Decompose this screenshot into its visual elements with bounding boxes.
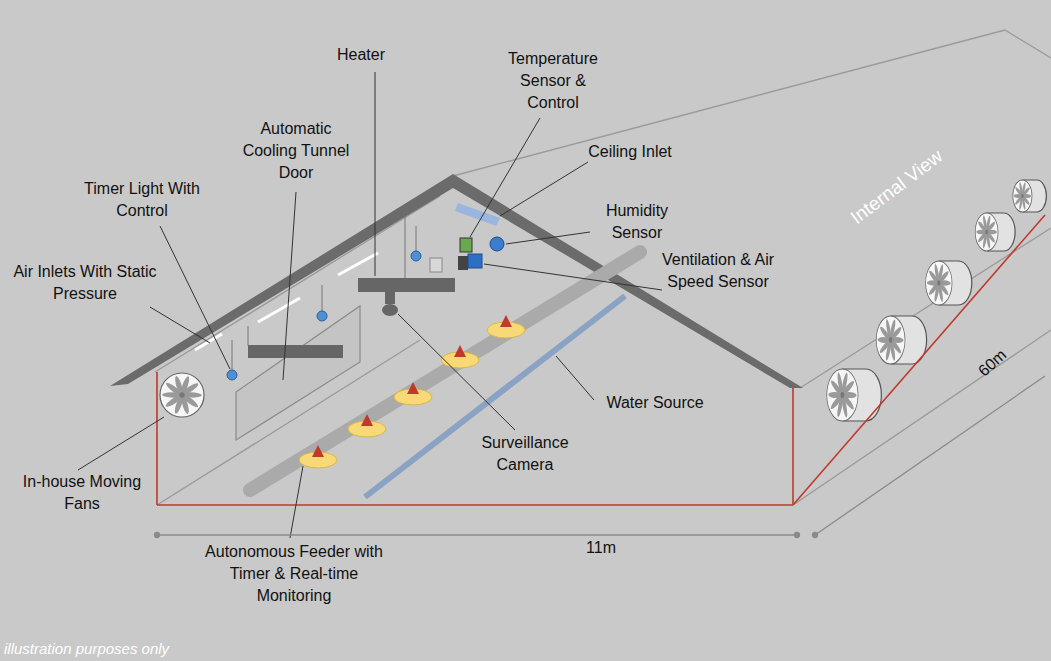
fan — [876, 316, 905, 364]
feeder — [299, 445, 337, 468]
callout-label: Internal View — [847, 145, 948, 228]
feeder — [348, 414, 386, 437]
feeder — [487, 315, 525, 338]
fan — [1013, 180, 1032, 212]
callout-label: Temperature Sensor & Control — [497, 48, 609, 114]
fan — [827, 369, 858, 421]
callout-label: 11m — [582, 537, 620, 559]
feeder — [394, 382, 432, 405]
callout-label: Automatic Cooling Tunnel Door — [240, 118, 352, 184]
callout-label: Autonomous Feeder with Timer & Real-time… — [197, 541, 392, 607]
fan — [975, 213, 998, 251]
fan — [160, 373, 204, 417]
fan — [926, 261, 952, 305]
callout-label: 60m — [974, 344, 1012, 381]
callout-label: illustration purposes only — [4, 638, 169, 660]
callout-label: Ventilation & Air Speed Sensor — [659, 249, 777, 293]
callout-label: Timer Light With Control — [67, 178, 217, 222]
callout-label: Humidity Sensor — [592, 200, 682, 244]
callout-label: Surveillance Camera — [470, 432, 580, 476]
callout-label: In-house Moving Fans — [12, 471, 152, 515]
callout-label: Water Source — [606, 392, 703, 414]
callout-label: Air Inlets With Static Pressure — [10, 261, 160, 305]
feeder — [441, 345, 479, 368]
callout-label: Ceiling Inlet — [588, 141, 672, 163]
callout-label: Heater — [337, 44, 385, 66]
